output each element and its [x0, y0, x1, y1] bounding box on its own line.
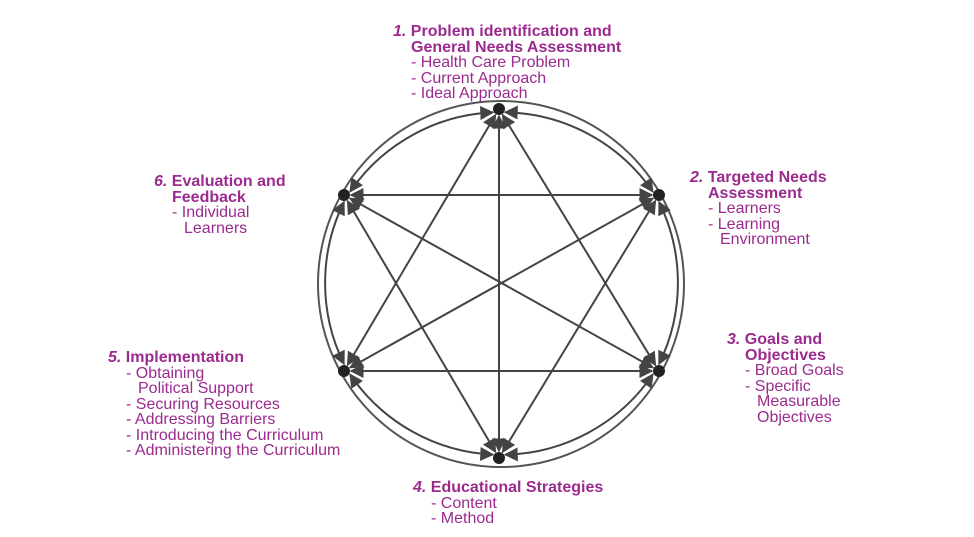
step-6-item-1-line-1: - Individual — [172, 204, 250, 221]
arc-step-5-to-6 — [324, 200, 345, 366]
arc-step-2-to-3 — [658, 200, 679, 366]
step-1-title-line-1: Problem identification and — [410, 23, 612, 40]
step-2-item-1: - Learners — [708, 200, 781, 217]
step-5-item-5: - Administering the Curriculum — [126, 442, 341, 459]
step-1-item-2: - Current Approach — [411, 69, 547, 87]
arc-step-6-to-1 — [349, 105, 495, 193]
cycle-circle — [317, 100, 685, 468]
step-4-item-2: - Method — [431, 510, 495, 527]
step-3-item-2-line-1: - Specific — [745, 377, 811, 395]
step-1-item-3: - Ideal Approach — [411, 85, 528, 102]
step-1-number: 1. — [393, 23, 407, 40]
step-4-title-line-1: Educational Strategies — [430, 479, 604, 496]
step-1-label: 1. Problem identification and General Ne… — [393, 24, 621, 102]
step-6-item-1-line-2: Learners — [184, 219, 248, 237]
step-4-number: 4. — [413, 479, 427, 496]
step-5-item-1-line-2: Political Support — [138, 380, 254, 397]
step-5-item-4: - Introducing the Curriculum — [126, 426, 324, 444]
step-6-title-line-1: Evaluation and — [171, 173, 286, 190]
step-2-title-line-2: Assessment — [708, 184, 803, 202]
step-5-title-line-1: Implementation — [125, 349, 245, 366]
step-3-item-2-line-3: Objectives — [757, 408, 832, 426]
step-1-title-line-2: General Needs Assessment — [411, 38, 622, 56]
step-3-item-1: - Broad Goals — [745, 362, 844, 379]
step-1-item-1: - Health Care Problem — [411, 54, 571, 71]
step-5-item-1-line-1: - Obtaining — [126, 364, 205, 382]
step-2-title-line-1: Targeted Needs — [707, 169, 827, 186]
arrow-step-4-to-6 — [346, 199, 497, 454]
step-3-number: 3. — [727, 331, 741, 348]
step-5-node — [338, 365, 350, 377]
step-3-label: 3. Goals and Objectives - Broad Goals - … — [727, 332, 844, 425]
step-2-node — [653, 189, 665, 201]
step-1-node — [493, 103, 505, 115]
step-2-label: 2. Targeted Needs Assessment - Learners … — [690, 170, 827, 248]
step-3-node — [653, 365, 665, 377]
step-4-node — [493, 452, 505, 464]
step-4-item-1: - Content — [431, 494, 497, 512]
step-5-number: 5. — [108, 349, 122, 366]
step-6-number: 6. — [154, 173, 168, 190]
step-3-title-line-2: Objectives — [745, 346, 826, 364]
step-5-item-2: - Securing Resources — [126, 395, 280, 413]
step-2-item-2-line-2: Environment — [720, 231, 810, 248]
step-4-label: 4. Educational Strategies - Content - Me… — [413, 480, 603, 527]
step-6-node — [338, 189, 350, 201]
step-3-item-2-line-2: Measurable — [757, 393, 841, 410]
step-6-title-line-2: Feedback — [172, 188, 246, 206]
step-5-item-3: - Addressing Barriers — [126, 411, 276, 428]
step-2-number: 2. — [690, 169, 704, 186]
arc-step-1-to-2 — [503, 105, 654, 193]
step-2-item-2-line-1: - Learning — [708, 215, 781, 233]
step-3-title-line-1: Goals and — [744, 331, 823, 348]
